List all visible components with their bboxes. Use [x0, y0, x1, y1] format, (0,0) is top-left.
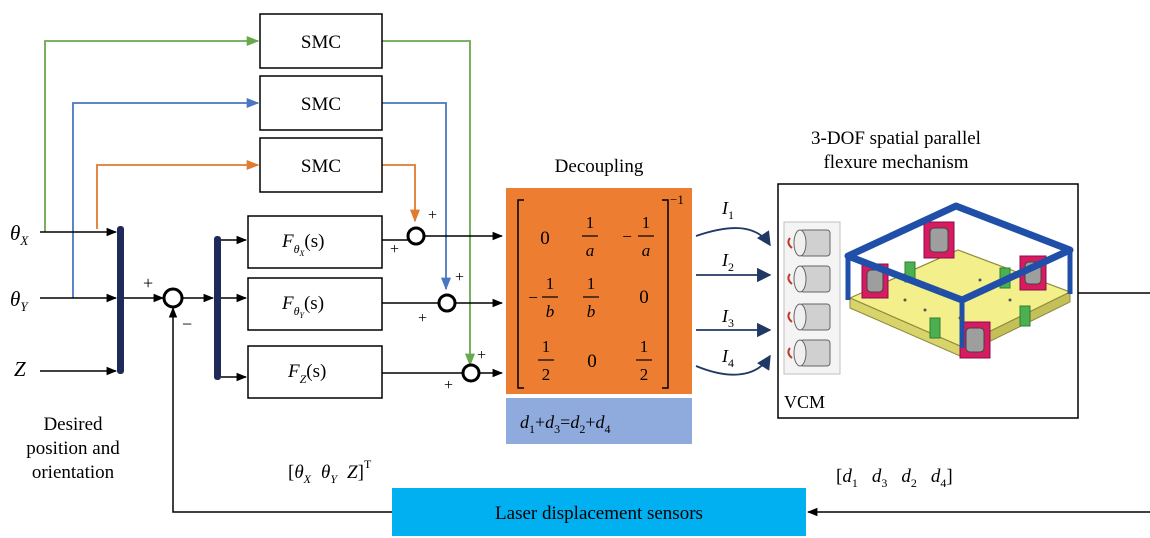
main-sum-junction — [162, 287, 184, 309]
svg-text:a: a — [586, 241, 595, 260]
current-labels: I1 I2 I3 I4 — [721, 198, 734, 370]
svg-text:2: 2 — [640, 365, 649, 384]
svg-text:+: + — [428, 207, 437, 224]
junction-sum-1: + + — [390, 207, 437, 258]
desired-label: Desired position and orientation — [26, 414, 120, 483]
main-sum-plus: + — [143, 273, 153, 293]
main-sum-minus: − — [182, 314, 192, 334]
current-i1: I1 — [721, 198, 734, 222]
svg-text:1: 1 — [586, 213, 595, 232]
m-1-3: − 1 a — [622, 213, 654, 260]
decoupling-matrix-block — [506, 188, 692, 394]
feedback-path — [168, 306, 392, 513]
vcm-coil-4 — [787, 339, 831, 367]
svg-text:−: − — [622, 227, 632, 246]
input-theta-y: θY — [10, 287, 29, 314]
input-theta-x: θX — [10, 221, 29, 248]
input-labels: θX θY Z — [10, 221, 29, 381]
input-lines — [40, 227, 118, 376]
current-i3: I3 — [721, 306, 734, 330]
svg-text:Desired: Desired — [43, 414, 103, 435]
filter-box-theta-y: FθY(s) — [247, 277, 383, 331]
svg-text:position and: position and — [26, 438, 120, 459]
input-z: Z — [14, 357, 26, 381]
filter-theta-y-label: FθY(s) — [281, 293, 324, 320]
m-3-3: 1 2 — [636, 337, 652, 384]
mechanism-title-line-2: flexure mechanism — [823, 152, 968, 173]
green-branch-in — [44, 35, 260, 232]
m-1-2: 1 a — [582, 213, 598, 260]
blue-branch-in — [72, 97, 260, 298]
filter-box-z: FZ(s) — [247, 345, 383, 399]
smc-3-label: SMC — [301, 156, 341, 177]
constraint-box — [506, 398, 692, 444]
smc-box-2: SMC — [259, 75, 383, 131]
vcm-coil-3 — [787, 303, 831, 331]
filter-z-label: FZ(s) — [287, 361, 326, 386]
current-arrows — [695, 227, 772, 376]
svg-text:−: − — [528, 288, 538, 307]
m-3-1: 1 2 — [538, 337, 554, 384]
svg-text:2: 2 — [542, 365, 551, 384]
vcm-label: VCM — [784, 392, 825, 412]
svg-text:1: 1 — [542, 337, 551, 356]
m-2-1: − 1 b — [528, 274, 558, 321]
matrix-row-1: 0 1 a − 1 a — [540, 213, 654, 260]
svg-text:b: b — [587, 302, 596, 321]
constraint-equation: d1+d3=d2+d4 — [520, 412, 610, 436]
m-2-3: 0 — [639, 287, 649, 308]
green-branch-out — [382, 40, 476, 367]
svg-text:orientation: orientation — [32, 462, 115, 483]
svg-text:1: 1 — [640, 337, 649, 356]
current-i2: I2 — [721, 250, 734, 274]
m-3-2: 0 — [587, 351, 597, 372]
svg-text:+: + — [418, 310, 427, 327]
vcm-coil-1 — [787, 229, 831, 257]
mux2-outputs — [221, 235, 248, 382]
matrix-row-3: 1 2 0 1 2 — [538, 337, 652, 384]
junction-sum-2: + + — [418, 269, 464, 327]
svg-text:+: + — [455, 269, 464, 286]
mechanism-title-line-1: 3-DOF spatial parallel — [811, 128, 981, 149]
filter-box-theta-x: FθX(s) — [247, 215, 383, 269]
decoupling-title: Decoupling — [555, 156, 644, 177]
laser-sensors-block — [392, 488, 806, 536]
smc-2-label: SMC — [301, 94, 341, 115]
svg-text:1: 1 — [642, 213, 651, 232]
matrix-row-2: − 1 b 1 b 0 — [528, 274, 649, 321]
svg-text:1: 1 — [546, 274, 555, 293]
blue-branch-out — [382, 102, 452, 291]
vcm-panel — [783, 221, 841, 375]
smc-1-label: SMC — [301, 32, 341, 53]
flexure-mechanism-illustration — [844, 202, 1074, 359]
junction-sum-3: + + — [444, 347, 486, 394]
m-2-2: 1 b — [583, 274, 599, 321]
orange-branch-in — [96, 159, 260, 229]
matrix-brackets — [517, 199, 669, 389]
laser-sensors-label: Laser displacement sensors — [495, 503, 703, 524]
svg-text:+: + — [477, 347, 486, 364]
svg-text:a: a — [642, 241, 651, 260]
vcm-coil-2 — [787, 265, 831, 293]
matrix-inverse-exponent: −1 — [670, 192, 684, 207]
filter-theta-x-label: FθX(s) — [281, 231, 324, 258]
current-i4: I4 — [721, 346, 734, 370]
svg-text:b: b — [546, 302, 555, 321]
junction-output-lines — [424, 231, 504, 378]
filter-output-lines — [382, 239, 463, 374]
m-1-1: 0 — [540, 228, 550, 249]
mux-bar-error — [214, 236, 221, 380]
smc-branch-lines — [44, 35, 476, 367]
smc-box-3: SMC — [259, 137, 383, 193]
mux-bar-input — [117, 226, 124, 374]
svg-text:+: + — [444, 377, 453, 394]
smc-box-1: SMC — [259, 13, 383, 69]
svg-text:+: + — [390, 241, 399, 258]
svg-text:1: 1 — [587, 274, 596, 293]
orange-branch-out — [382, 164, 421, 223]
